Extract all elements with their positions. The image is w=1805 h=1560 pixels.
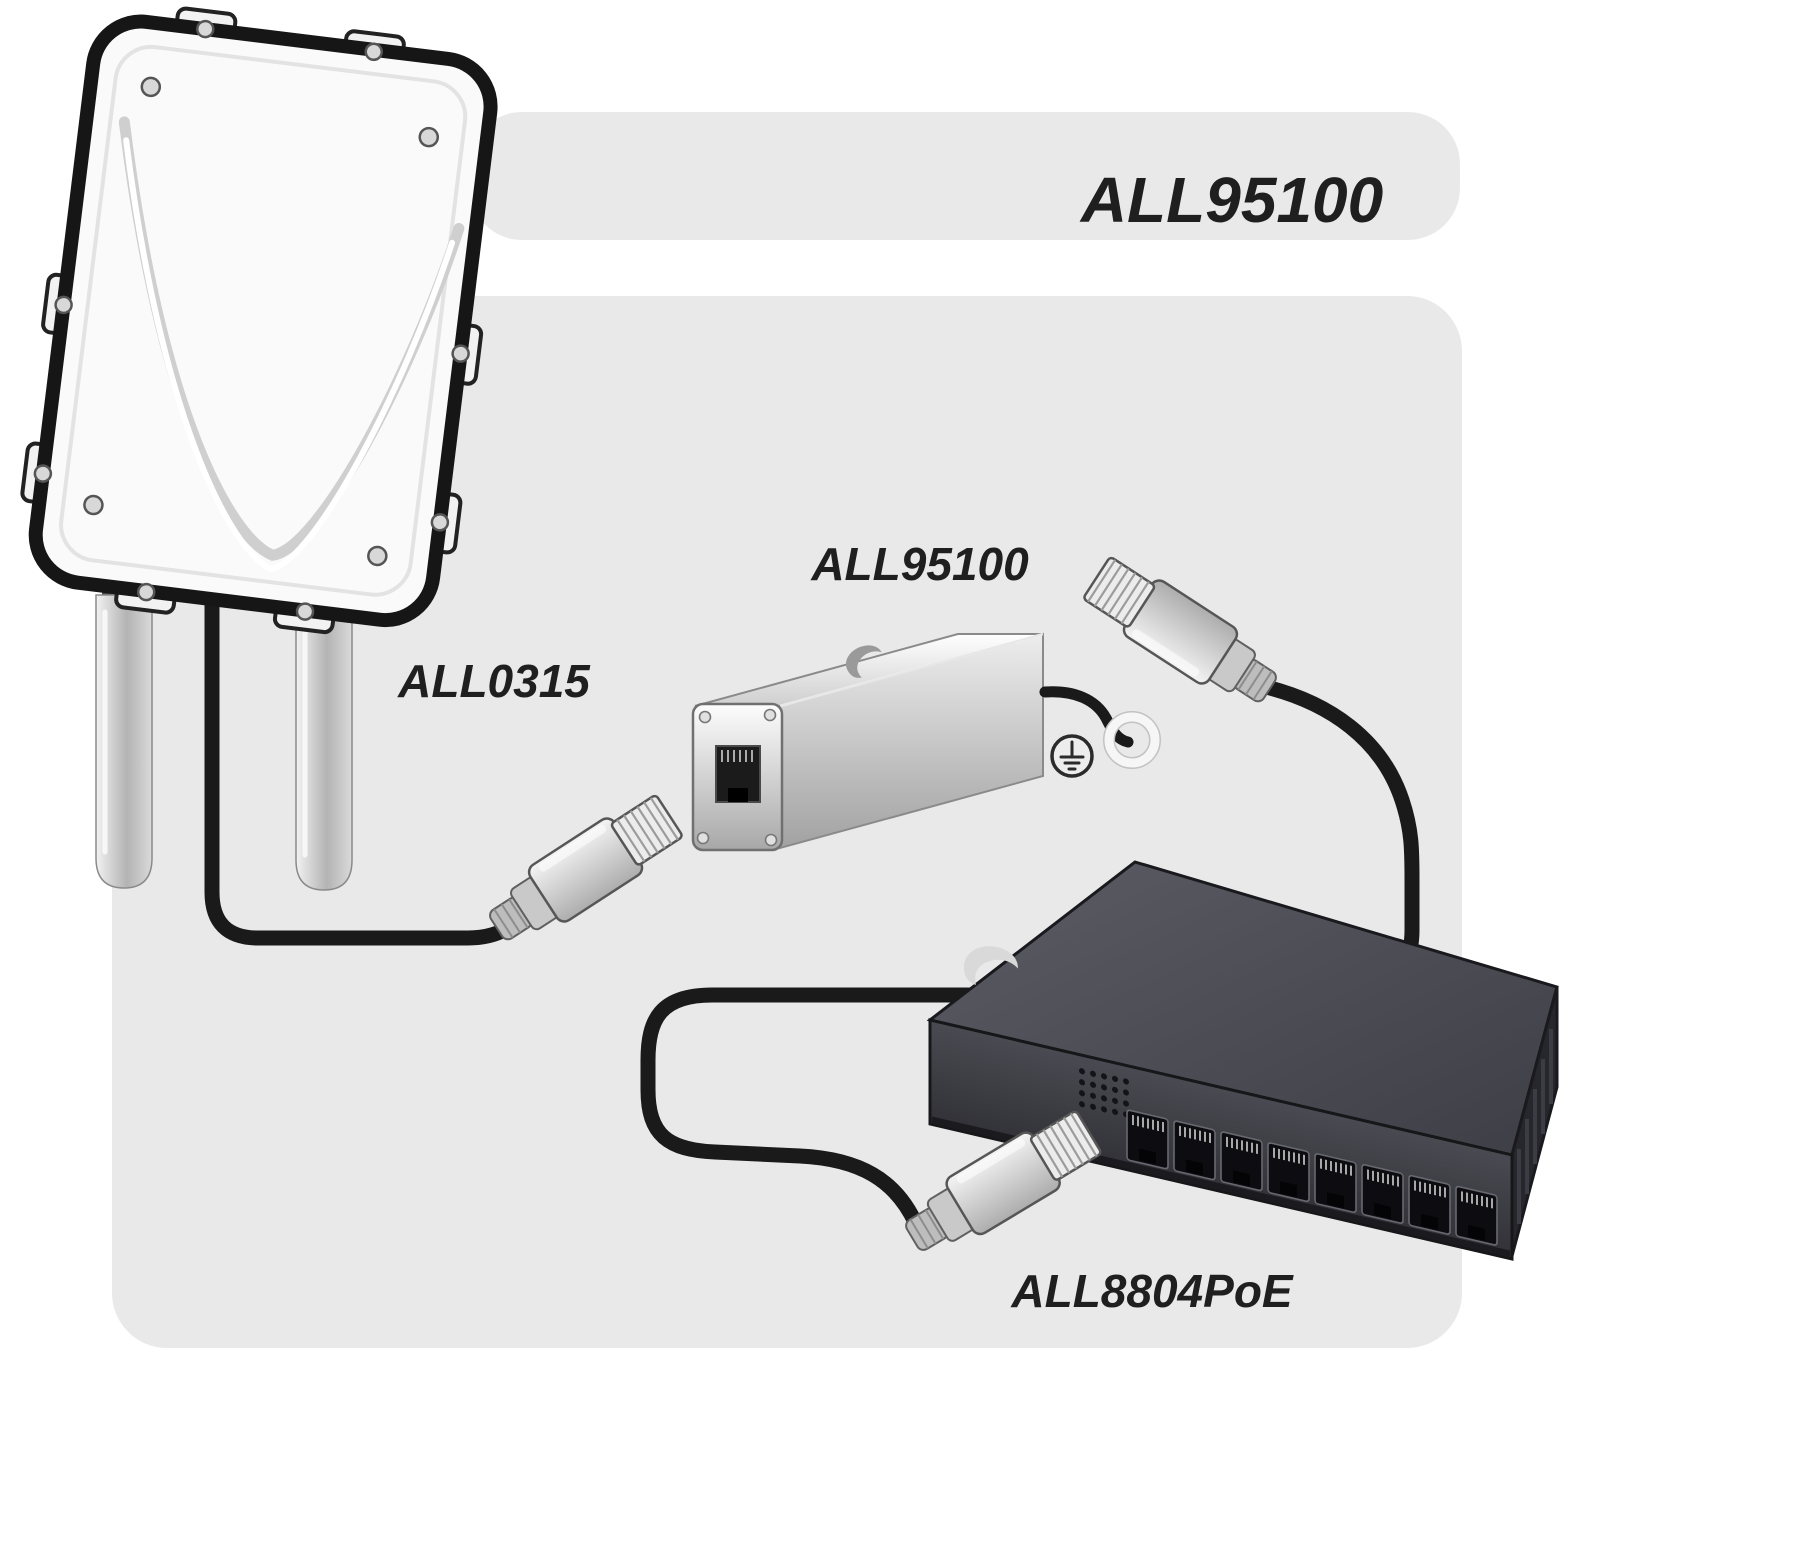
ethernet-cable-ap-to-injector	[204, 590, 520, 946]
ground-pigtail-cable	[1039, 686, 1134, 748]
rj45-port	[1455, 1185, 1498, 1247]
injector-edge-highlight	[779, 632, 1044, 708]
rj45-port	[1267, 1141, 1310, 1203]
poe-switch	[926, 860, 1559, 1261]
injector-screws	[696, 708, 778, 847]
injector-label: ALL95100	[810, 538, 1029, 590]
access-point-label: ALL0315	[397, 655, 591, 707]
outdoor-access-point	[20, 6, 520, 946]
rj45-port	[1361, 1163, 1404, 1225]
face-swoosh-highlight	[123, 137, 456, 573]
header-band	[470, 112, 1460, 240]
rj45-port	[1173, 1119, 1216, 1181]
page-title: ALL95100	[1079, 164, 1383, 236]
switch-label: ALL8804PoE	[1010, 1265, 1294, 1317]
antenna-right	[295, 607, 353, 891]
rj45-port	[1314, 1152, 1357, 1214]
antenna-left	[95, 594, 153, 889]
side-vents	[1517, 1029, 1553, 1224]
access-point-enclosure	[20, 6, 498, 635]
front-vent-dots	[1079, 1068, 1136, 1120]
earth-ground-icon	[1050, 734, 1094, 778]
access-point-face-line	[59, 44, 468, 597]
rj45-port	[1126, 1108, 1169, 1171]
grounding-ring	[1103, 711, 1161, 769]
port-pins	[721, 750, 753, 762]
poe-injector	[691, 632, 1161, 852]
screws	[33, 19, 470, 621]
port-notch	[728, 788, 748, 802]
rj45-port	[1408, 1174, 1451, 1236]
rj45-port	[1220, 1130, 1263, 1192]
